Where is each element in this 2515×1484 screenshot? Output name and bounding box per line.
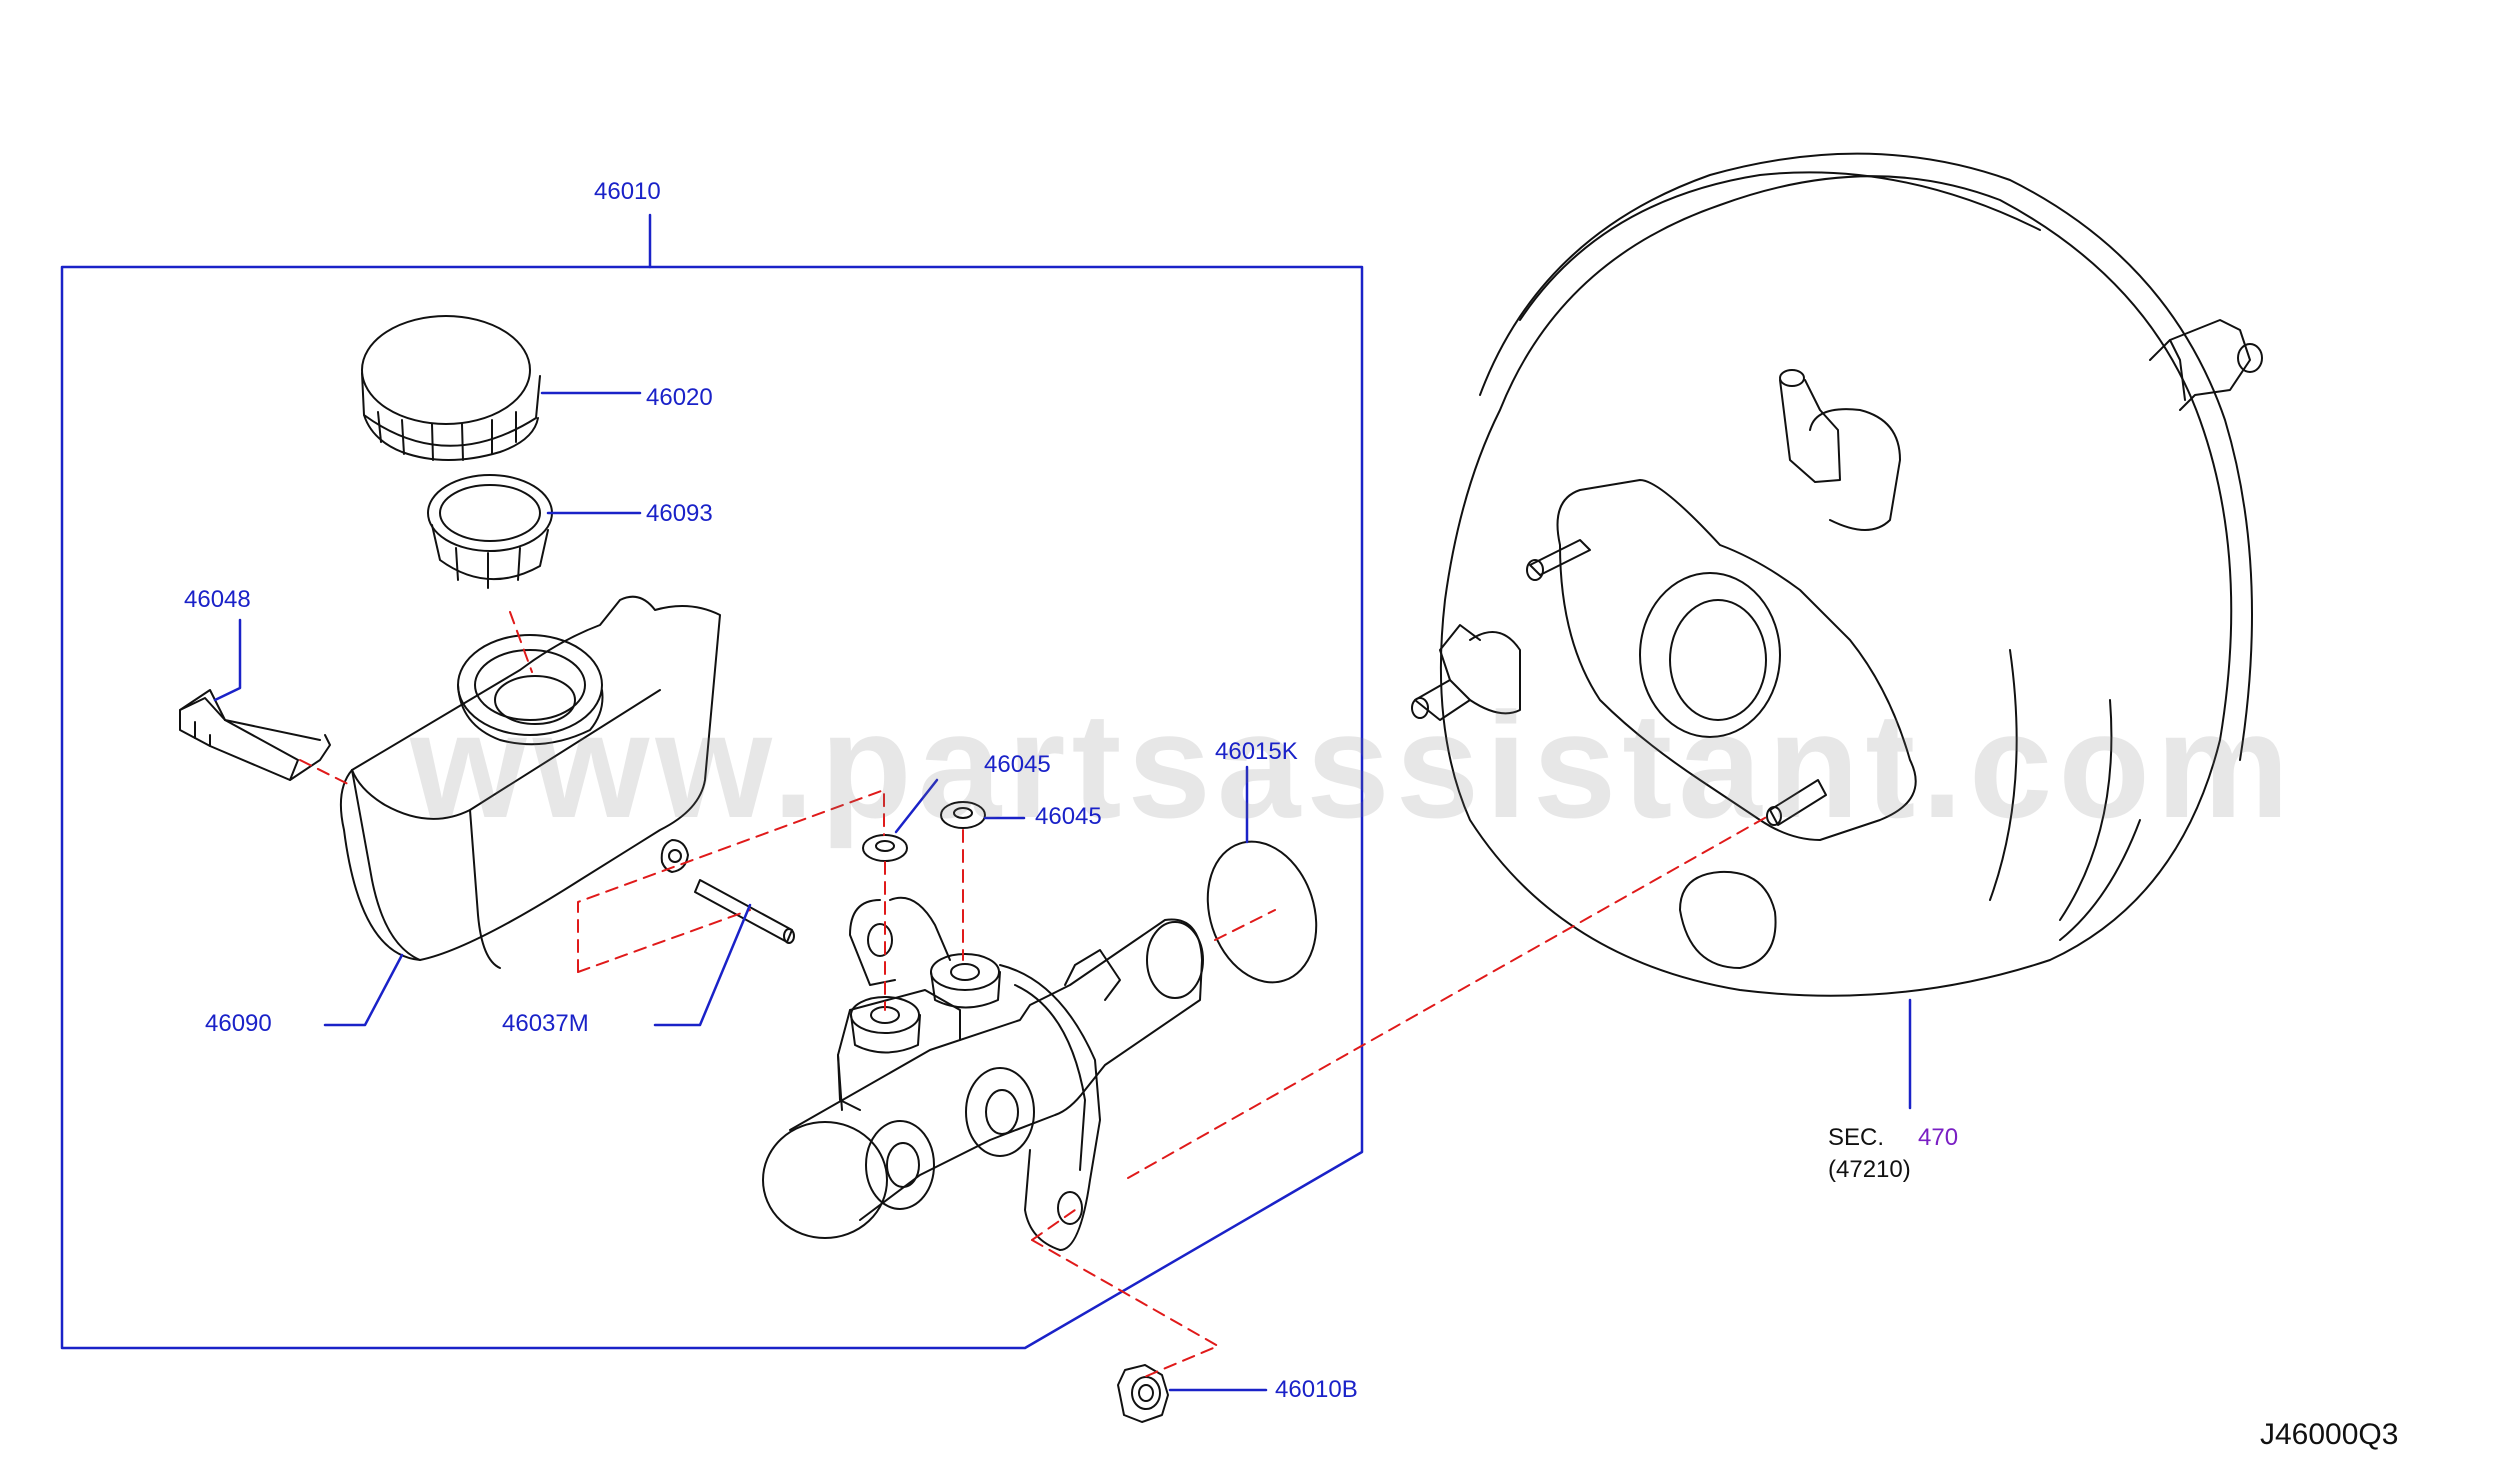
label-nut[interactable]: 46010B	[1275, 1376, 1358, 1403]
document-id: J46000Q3	[2260, 1418, 2399, 1451]
label-sec-ref: (47210)	[1828, 1156, 1911, 1183]
leader-lines	[215, 393, 1910, 1390]
label-sec-prefix: SEC.	[1828, 1124, 1885, 1151]
label-strainer[interactable]: 46093	[646, 500, 713, 527]
reservoir-tank-part	[341, 597, 720, 968]
pin-part	[695, 880, 794, 943]
label-pin[interactable]: 46037M	[502, 1010, 589, 1037]
o-ring-part	[1190, 827, 1333, 996]
nut-part	[1118, 1365, 1168, 1422]
dashed-reference-lines	[300, 612, 1770, 1378]
master-cylinder-part	[763, 898, 1203, 1250]
grommet-part-b	[941, 802, 985, 828]
label-sec-number[interactable]: 470	[1918, 1124, 1959, 1151]
label-seal-b[interactable]: 46045	[1035, 803, 1102, 830]
assembly-frame	[62, 215, 1362, 1348]
label-oring[interactable]: 46015K	[1215, 738, 1298, 765]
watermark: www.partsassistant.com	[410, 681, 2296, 849]
label-sensor[interactable]: 46048	[184, 586, 251, 613]
level-sensor-part	[180, 690, 330, 780]
brake-booster-part	[1412, 154, 2262, 996]
reservoir-cap-part	[362, 316, 540, 460]
label-assembly[interactable]: 46010	[594, 178, 661, 205]
label-reservoir[interactable]: 46090	[205, 1010, 272, 1037]
strainer-part	[428, 475, 552, 588]
label-cap[interactable]: 46020	[646, 384, 713, 411]
label-seal-a[interactable]: 46045	[984, 751, 1051, 778]
